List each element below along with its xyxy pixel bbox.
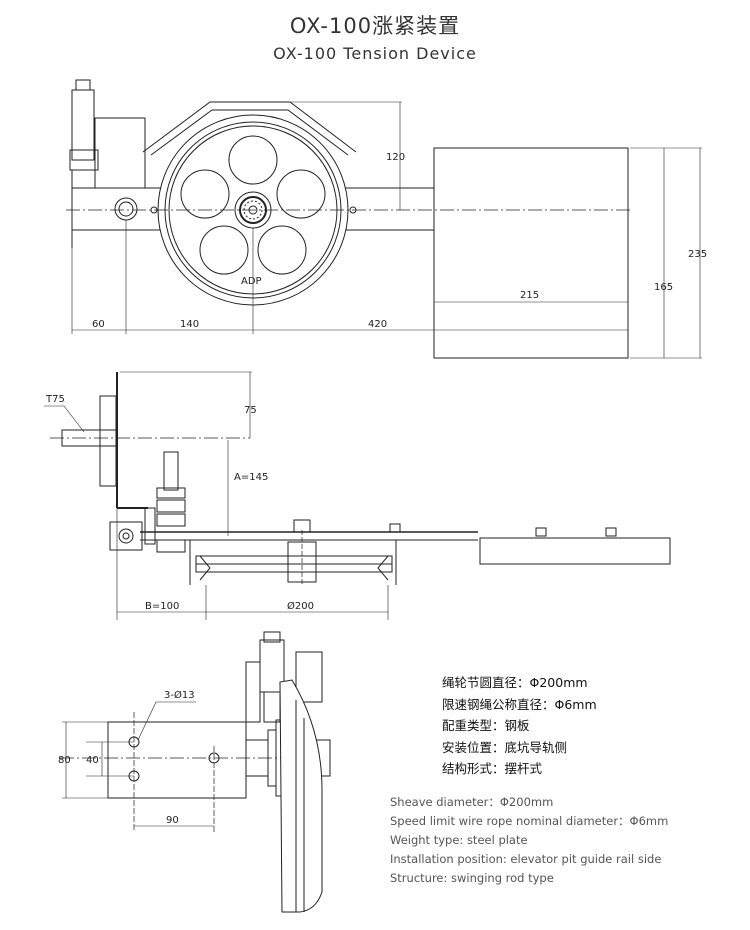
weight-plate	[479, 537, 671, 565]
spec-cn-1: 绳轮节圆直径：Φ200mm	[442, 675, 588, 690]
bracket-bolt	[109, 521, 143, 551]
spec-cn-5: 结构形式：摆杆式	[442, 761, 543, 776]
holes-label: 3-Ø13	[164, 689, 195, 701]
spec-cn-3: 配重类型：钢板	[442, 718, 530, 733]
wheel-cover	[142, 101, 357, 153]
dim-b: B=100	[145, 601, 179, 612]
spec-en-5: Structure: swinging rod type	[390, 871, 554, 885]
dim-40: 40	[86, 755, 99, 766]
counterweight	[433, 147, 629, 359]
spec-cn-4: 安装位置：底坑导轨侧	[442, 739, 568, 755]
dim-80: 80	[58, 755, 71, 766]
dim-a: A=145	[234, 472, 268, 483]
spec-en-3: Weight type: steel plate	[390, 833, 528, 847]
wheel-label: ADP	[241, 276, 262, 287]
spec-en-1: Sheave diameter：Φ200mm	[390, 795, 554, 809]
dim-90: 90	[166, 815, 179, 826]
specs-english: Sheave diameter：Φ200mm Speed limit wire …	[390, 793, 668, 888]
dim-165: 165	[654, 282, 673, 293]
dim-235: 235	[688, 249, 707, 260]
arm-bolt	[114, 197, 138, 221]
spec-en-4: Installation position: elevator pit guid…	[390, 852, 662, 866]
spec-cn-2: 限速钢绳公称直径：Φ6mm	[442, 696, 597, 712]
title-chinese: OX-100涨紧装置	[289, 14, 461, 38]
dim-215: 215	[520, 290, 539, 301]
dim-t75: T75	[45, 394, 65, 405]
dim-120: 120	[386, 152, 405, 163]
dim-75: 75	[244, 405, 257, 416]
base-plate	[107, 721, 247, 799]
view-side	[44, 371, 671, 620]
spec-en-2: Speed limit wire rope nominal diameter：Φ…	[390, 814, 669, 828]
view-top	[60, 631, 331, 913]
specs-chinese: 绳轮节圆直径：Φ200mm 限速钢绳公称直径：Φ6mm 配重类型：钢板 安装位置…	[442, 672, 597, 780]
dim-140: 140	[180, 319, 199, 330]
view-front	[66, 79, 702, 359]
dim-d200: Ø200	[287, 600, 314, 612]
title-english: OX-100 Tension Device	[273, 44, 477, 63]
dim-60: 60	[92, 319, 105, 330]
dim-420: 420	[368, 319, 387, 330]
